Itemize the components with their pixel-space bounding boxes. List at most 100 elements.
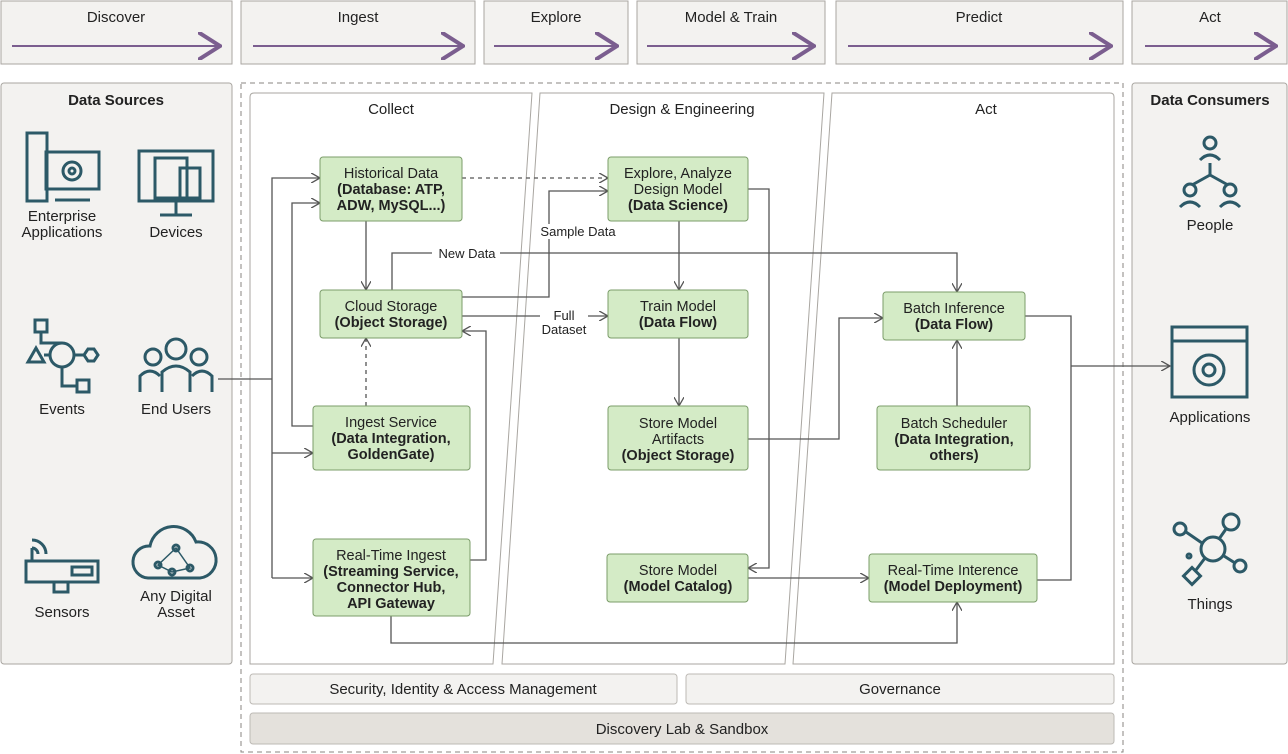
svg-text:(Data Integration,: (Data Integration, bbox=[331, 431, 450, 447]
svg-text:People: People bbox=[1187, 217, 1234, 234]
batch-inference-box: Batch Inference(Data Flow) bbox=[882, 291, 1026, 341]
svg-text:Train Model: Train Model bbox=[640, 299, 716, 315]
sample-data-label: Sample Data bbox=[540, 224, 616, 239]
svg-text:Real-Time Interence: Real-Time Interence bbox=[888, 563, 1019, 579]
svg-text:(Database: ATP,: (Database: ATP, bbox=[337, 182, 445, 198]
svg-text:Discover: Discover bbox=[87, 9, 145, 26]
svg-text:Batch Inference: Batch Inference bbox=[903, 301, 1005, 317]
svg-text:Real-Time Ingest: Real-Time Ingest bbox=[336, 548, 446, 564]
discovery-lab-bar: Discovery Lab & Sandbox bbox=[249, 712, 1115, 745]
platform-boundary bbox=[240, 82, 1124, 753]
svg-text:(Object Storage): (Object Storage) bbox=[335, 315, 448, 331]
svg-text:Design & Engineering: Design & Engineering bbox=[609, 101, 754, 118]
phase-predict: Predict bbox=[835, 0, 1124, 65]
digital-asset-cloud-icon bbox=[131, 525, 218, 580]
svg-text:(Data Science): (Data Science) bbox=[628, 198, 728, 214]
security-bar: Security, Identity & Access Management bbox=[249, 673, 678, 705]
store-model-catalog-box: Store Model(Model Catalog) bbox=[606, 553, 749, 603]
edge-new-data bbox=[391, 252, 957, 292]
people-icon bbox=[1178, 135, 1242, 209]
phase-bar: Discover Ingest Explore Model & Train Pr… bbox=[0, 0, 1288, 65]
edge-realtime-inference bbox=[390, 602, 957, 644]
devices-icon bbox=[137, 149, 215, 217]
edge-explore-catalog bbox=[748, 188, 770, 568]
svg-text:(Object Storage): (Object Storage) bbox=[622, 448, 735, 464]
edge-inference-merge bbox=[1025, 315, 1072, 581]
svg-text:Devices: Devices bbox=[149, 224, 202, 241]
svg-text:Explore, Analyze: Explore, Analyze bbox=[624, 166, 732, 182]
collect-section bbox=[249, 92, 533, 665]
things-network-icon bbox=[1172, 512, 1248, 587]
svg-text:Asset: Asset bbox=[157, 604, 195, 621]
edge-to-historical bbox=[271, 178, 320, 578]
edge-sample-data bbox=[462, 191, 608, 298]
svg-text:Dataset: Dataset bbox=[542, 322, 587, 337]
svg-text:(Model Deployment): (Model Deployment) bbox=[884, 579, 1023, 595]
cloud-storage-box: Cloud Storage(Object Storage) bbox=[319, 289, 463, 339]
svg-text:Historical Data: Historical Data bbox=[344, 166, 439, 182]
data-sources-panel: Data Sources Enterprise Applications Dev… bbox=[0, 82, 233, 665]
real-time-inference-box: Real-Time Interence(Model Deployment) bbox=[868, 553, 1038, 603]
svg-text:Data Consumers: Data Consumers bbox=[1150, 92, 1269, 109]
svg-text:Ingest: Ingest bbox=[338, 9, 380, 26]
svg-text:Connector Hub,: Connector Hub, bbox=[337, 580, 446, 596]
svg-text:Applications: Applications bbox=[1170, 409, 1251, 426]
phase-ingest: Ingest bbox=[240, 0, 476, 65]
svg-text:(Data Flow): (Data Flow) bbox=[915, 317, 993, 333]
svg-text:Model & Train: Model & Train bbox=[685, 9, 778, 26]
svg-text:(Streaming Service,: (Streaming Service, bbox=[323, 564, 458, 580]
svg-text:(Model Catalog): (Model Catalog) bbox=[624, 579, 733, 595]
real-time-ingest-box: Real-Time Ingest(Streaming Service,Conne… bbox=[312, 538, 471, 617]
svg-text:others): others) bbox=[929, 448, 978, 464]
new-data-label: New Data bbox=[438, 246, 496, 261]
edge-realtime-cloud bbox=[462, 331, 487, 561]
svg-text:Predict: Predict bbox=[956, 9, 1004, 26]
svg-text:Collect: Collect bbox=[368, 101, 415, 118]
svg-text:Act: Act bbox=[1199, 9, 1222, 26]
phase-model-train: Model & Train bbox=[636, 0, 826, 65]
historical-data-box: Historical Data(Database: ATP,ADW, MySQL… bbox=[319, 156, 463, 222]
data-consumers-panel: Data Consumers People Applications Thing… bbox=[1131, 82, 1288, 665]
act-section bbox=[792, 92, 1115, 665]
governance-bar: Governance bbox=[685, 673, 1115, 705]
service-boxes: Historical Data(Database: ATP,ADW, MySQL… bbox=[312, 156, 1038, 617]
svg-text:GoldenGate): GoldenGate) bbox=[347, 447, 434, 463]
phase-act: Act bbox=[1131, 0, 1288, 65]
svg-text:(Data Flow): (Data Flow) bbox=[639, 315, 717, 331]
svg-text:Enterprise: Enterprise bbox=[28, 208, 96, 225]
svg-text:Artifacts: Artifacts bbox=[652, 432, 704, 448]
svg-text:Applications: Applications bbox=[22, 224, 103, 241]
svg-text:Store Model: Store Model bbox=[639, 416, 717, 432]
svg-text:Batch Scheduler: Batch Scheduler bbox=[901, 416, 1008, 432]
edge-artifacts-batch bbox=[748, 318, 883, 440]
svg-text:Design Model: Design Model bbox=[634, 182, 723, 198]
svg-text:Store Model: Store Model bbox=[639, 563, 717, 579]
applications-gear-icon bbox=[1170, 325, 1249, 399]
end-users-icon bbox=[138, 337, 214, 392]
svg-text:ADW, MySQL...): ADW, MySQL...) bbox=[337, 198, 446, 214]
phase-explore: Explore bbox=[483, 0, 629, 65]
svg-text:Governance: Governance bbox=[859, 681, 941, 698]
svg-text:Events: Events bbox=[39, 401, 85, 418]
svg-text:API Gateway: API Gateway bbox=[347, 596, 435, 612]
full-dataset-label: Full bbox=[554, 308, 575, 323]
svg-text:End Users: End Users bbox=[141, 401, 211, 418]
svg-text:Things: Things bbox=[1187, 596, 1232, 613]
svg-text:Act: Act bbox=[975, 101, 998, 118]
connectors: Sample Data New Data Full Dataset bbox=[218, 178, 1170, 644]
svg-text:Explore: Explore bbox=[531, 9, 582, 26]
events-icon bbox=[25, 318, 100, 394]
batch-scheduler-box: Batch Scheduler(Data Integration,others) bbox=[876, 405, 1031, 471]
svg-text:Security, Identity & Access Ma: Security, Identity & Access Management bbox=[329, 681, 597, 698]
svg-text:Data Sources: Data Sources bbox=[68, 92, 164, 109]
enterprise-applications-icon bbox=[25, 131, 101, 203]
svg-text:Sensors: Sensors bbox=[34, 604, 89, 621]
svg-text:Cloud Storage: Cloud Storage bbox=[345, 299, 438, 315]
svg-text:Discovery Lab & Sandbox: Discovery Lab & Sandbox bbox=[596, 721, 769, 738]
svg-text:Ingest Service: Ingest Service bbox=[345, 415, 437, 431]
train-model-box: Train Model(Data Flow) bbox=[607, 289, 749, 339]
sensors-icon bbox=[24, 538, 100, 594]
ingest-service-box: Ingest Service(Data Integration,GoldenGa… bbox=[312, 405, 471, 471]
